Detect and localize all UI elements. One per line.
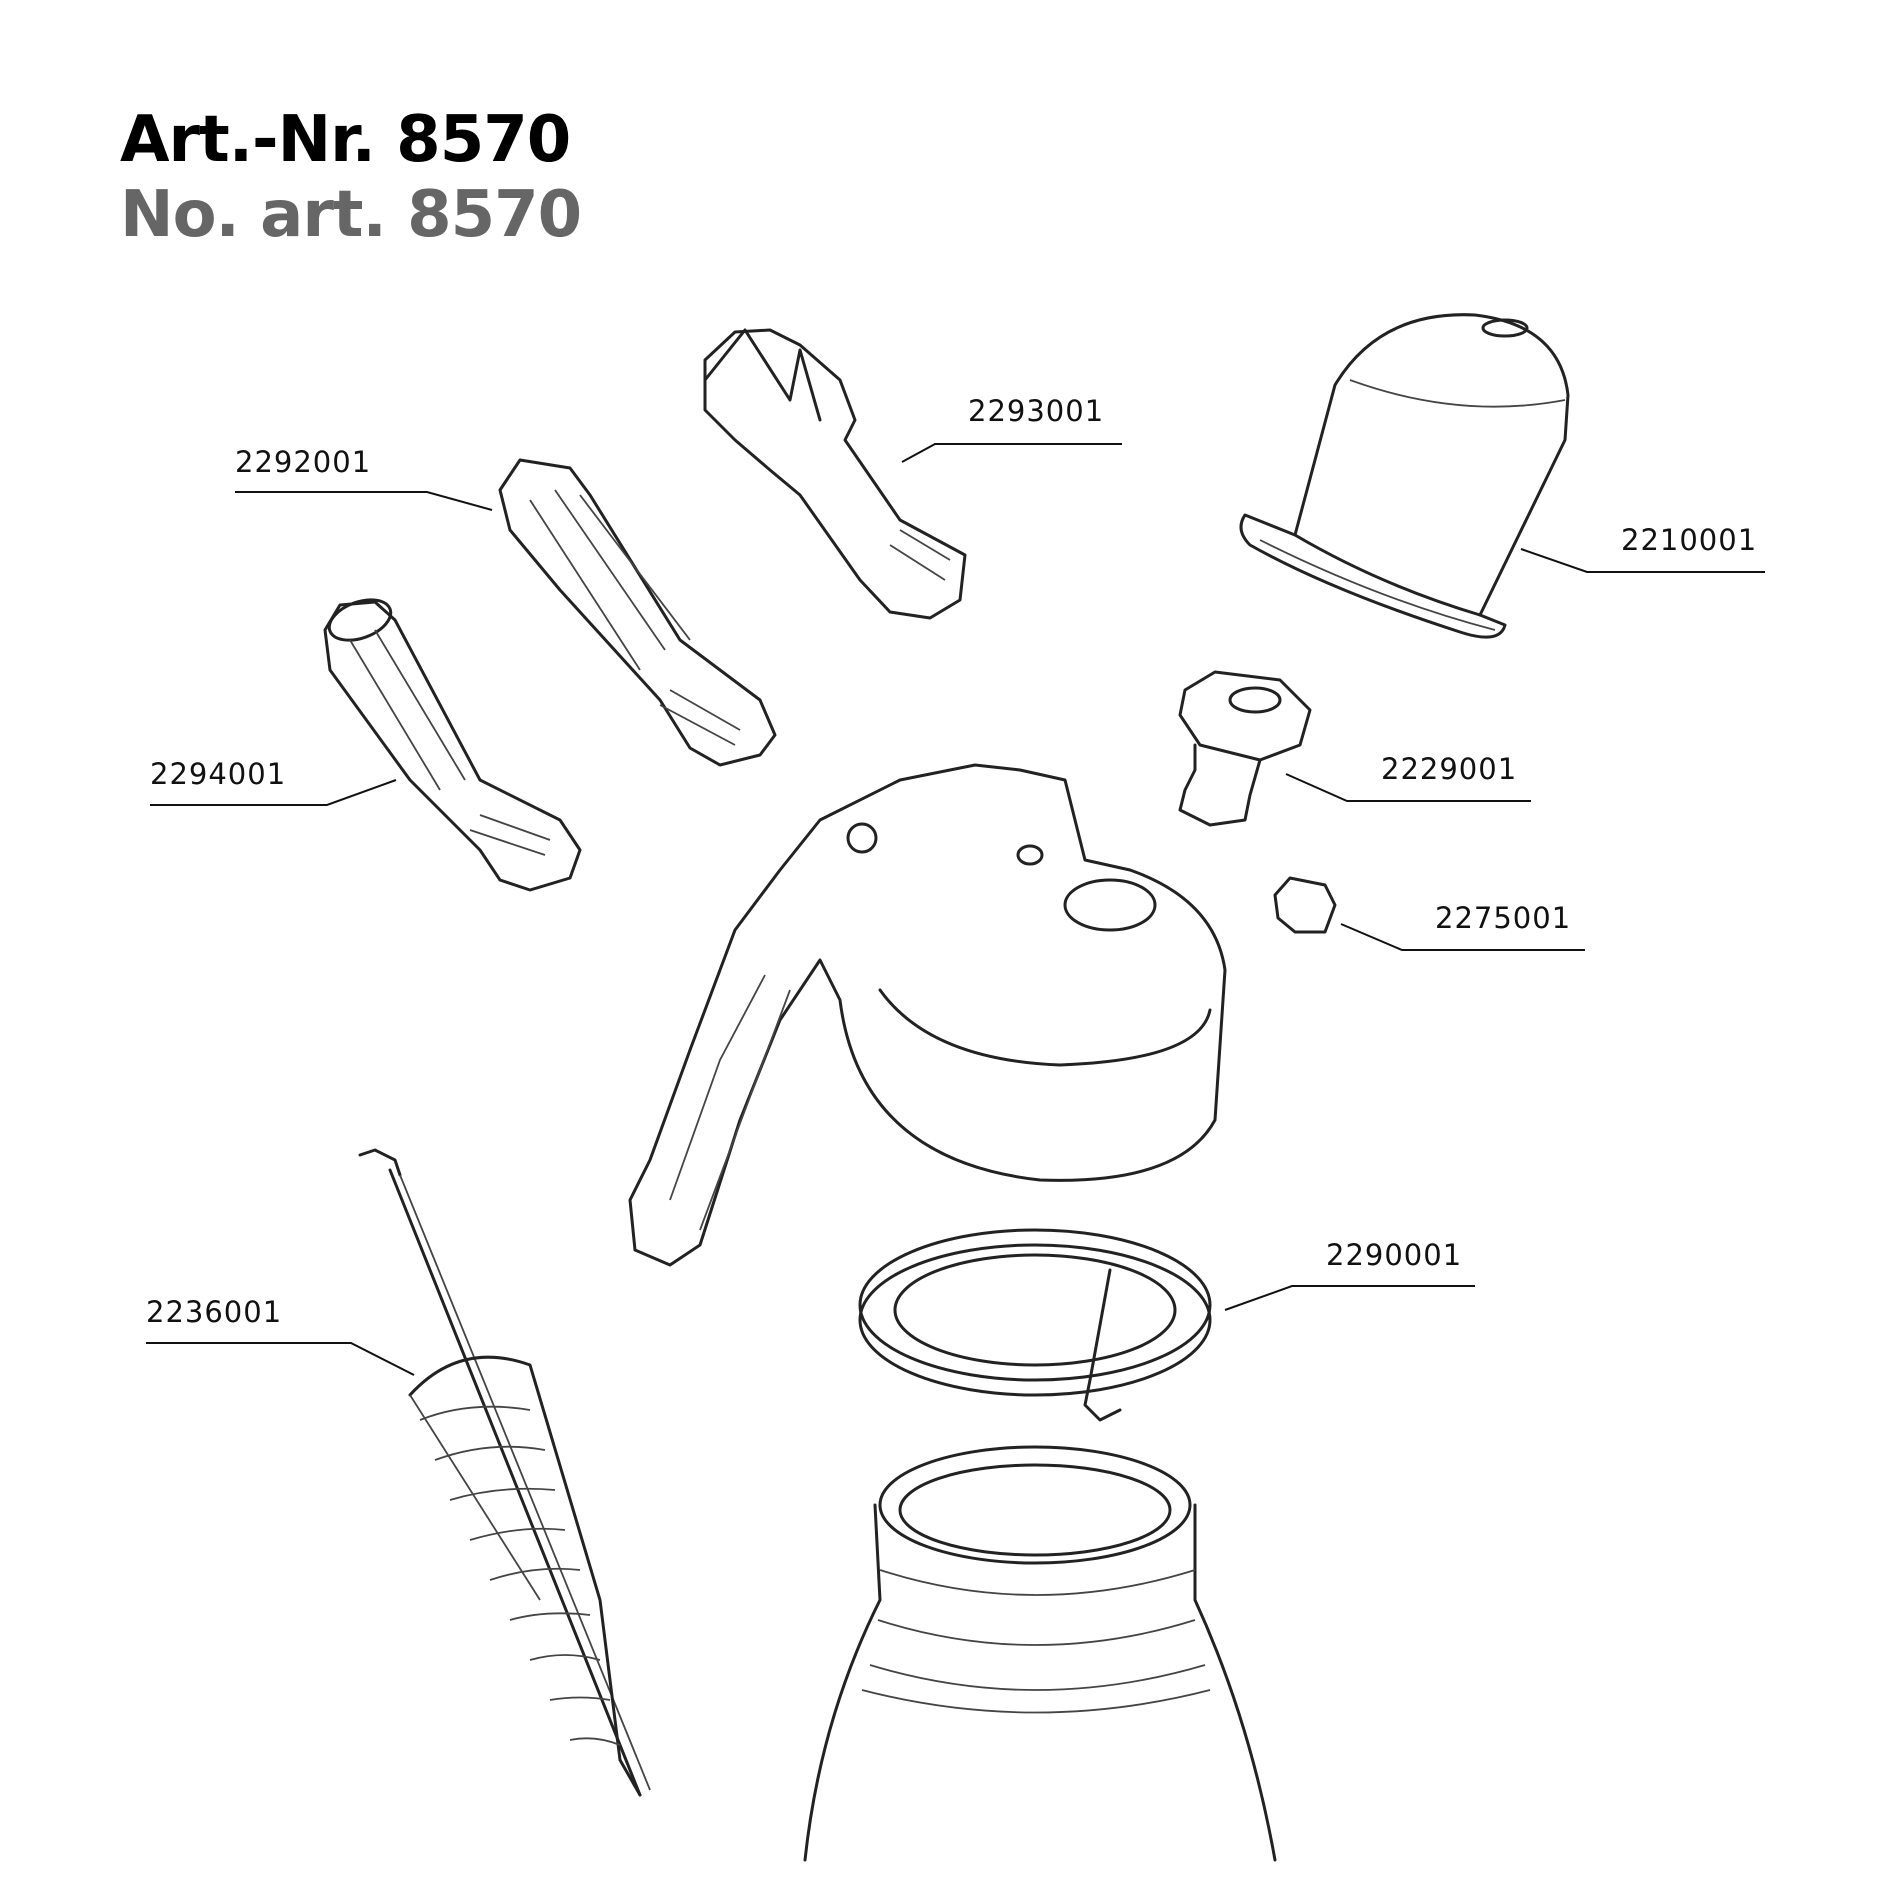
leader-2210001	[1520, 548, 1765, 573]
valve-nut-drawing	[1273, 876, 1337, 934]
tulip-nozzle-drawing	[703, 328, 967, 620]
cleaning-brush-drawing	[358, 1148, 651, 1797]
leader-2236001	[146, 1342, 415, 1376]
part-label-2293001: 2293001	[968, 394, 1105, 428]
part-label-2292001: 2292001	[235, 445, 372, 479]
leader-2290001	[1224, 1285, 1475, 1311]
part-label-2294001: 2294001	[150, 757, 287, 791]
article-number-de: Art.-Nr. 8570	[120, 103, 571, 177]
leader-lines	[146, 443, 1765, 1376]
dispenser-head-drawing	[628, 763, 1227, 1267]
part-label-2210001: 2210001	[1621, 523, 1758, 557]
leader-2275001	[1340, 923, 1585, 951]
leader-2292001	[235, 491, 493, 511]
nozzle-cap-drawing	[1239, 313, 1570, 639]
bottle-drawing	[803, 1445, 1277, 1862]
part-label-2275001: 2275001	[1435, 901, 1572, 935]
leader-2229001	[1285, 773, 1531, 802]
part-label-2290001: 2290001	[1326, 1238, 1463, 1272]
head-gasket-drawing	[858, 1228, 1212, 1422]
part-label-2229001: 2229001	[1381, 752, 1518, 786]
star-nozzle-drawing	[498, 458, 777, 767]
straight-nozzle-drawing	[323, 598, 582, 892]
leader-2293001	[901, 443, 1122, 463]
valve-drawing	[1178, 670, 1312, 827]
article-number-fr: No. art. 8570	[120, 178, 582, 252]
part-label-2236001: 2236001	[146, 1295, 283, 1329]
leader-2294001	[150, 779, 397, 806]
